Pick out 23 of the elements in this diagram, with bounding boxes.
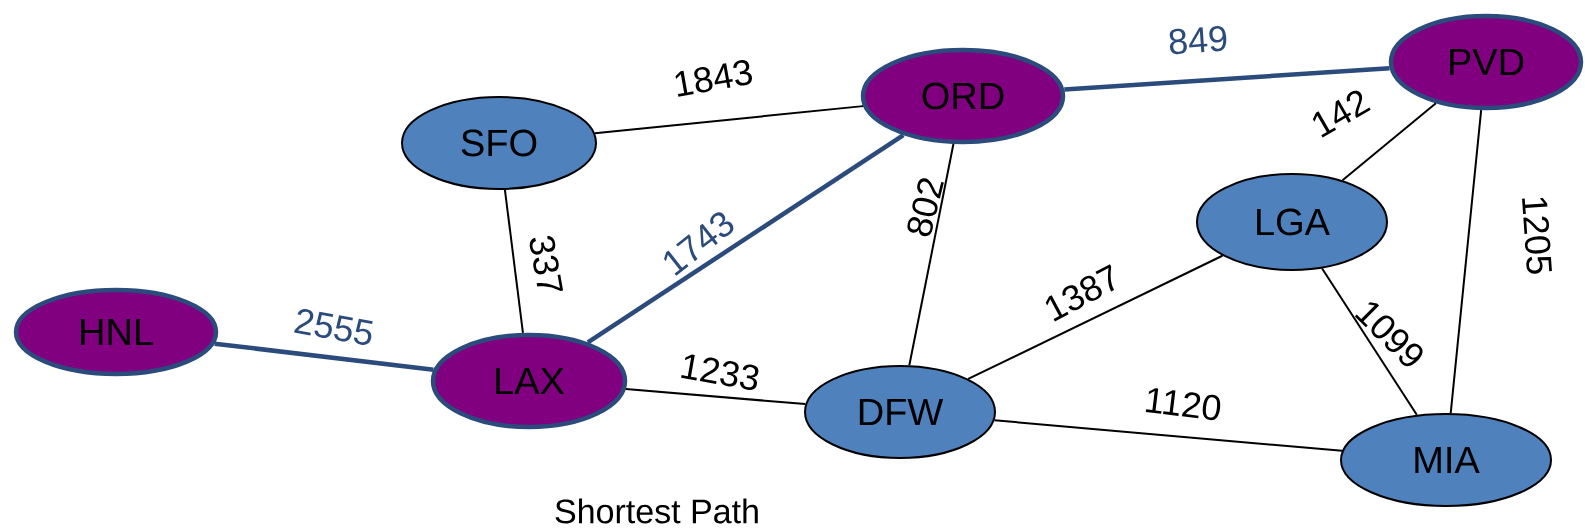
- distance-label: 142: [1312, 90, 1371, 138]
- route-line: [214, 341, 434, 372]
- route-line: [1321, 267, 1418, 416]
- distance-label: 1843: [675, 60, 752, 97]
- route-line: [593, 105, 865, 135]
- route-line: [503, 188, 524, 334]
- distance-label: 1205: [1522, 197, 1552, 274]
- distance-label: 849: [1169, 25, 1227, 55]
- distance-label: 2555: [294, 309, 373, 345]
- distance-label: 802: [907, 178, 944, 237]
- distance-label: 337: [529, 236, 564, 292]
- route-line: [586, 133, 905, 345]
- route-line: [908, 143, 955, 367]
- distance-label: 1233: [681, 354, 759, 390]
- route-line: [967, 254, 1224, 380]
- route-line: [624, 388, 807, 406]
- route-line: [1449, 109, 1483, 415]
- route-line: [1064, 66, 1390, 92]
- distance-label: 1387: [1045, 264, 1115, 322]
- caption: Shortest Path: [555, 498, 758, 524]
- route-line: [993, 419, 1344, 452]
- distance-label: 1120: [1145, 388, 1221, 421]
- route-line: [1341, 102, 1437, 182]
